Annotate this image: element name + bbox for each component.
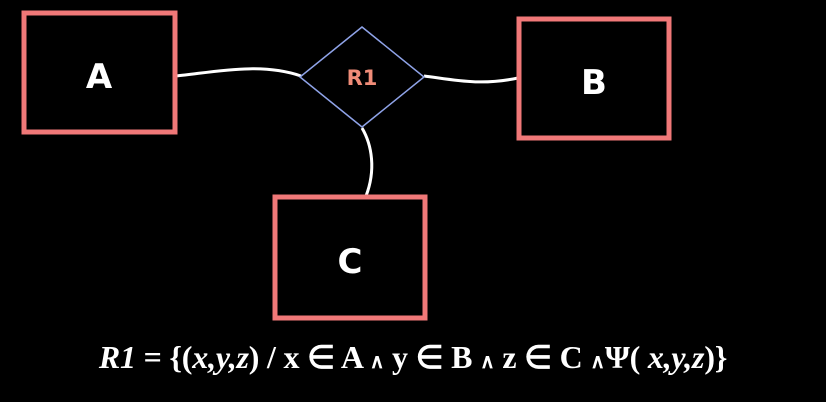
entity-a-label: A <box>86 57 113 97</box>
formula-y-part: y <box>384 339 416 375</box>
relationship-r1-label: R1 <box>347 66 378 90</box>
formula-psi-args: x,y,z <box>647 339 705 375</box>
formula-psi-predicate: Ψ( <box>604 339 648 375</box>
connector-a-r1 <box>175 67 302 78</box>
formula-relation-name: R1 <box>98 339 136 375</box>
entity-c-label: C <box>338 242 363 282</box>
entity-c-box <box>272 194 428 321</box>
formula-and-symbol: ∧ <box>369 351 385 373</box>
formula-tuple-vars: x,y,z <box>192 339 249 375</box>
formula-set-a: A <box>334 339 370 375</box>
formula-element-of-symbol: ∈ <box>307 339 335 375</box>
relationship-r1-diamond <box>298 26 426 128</box>
connector-r1-b <box>423 74 519 84</box>
entity-a-box <box>21 10 178 135</box>
relationship-definition-formula: R1 = {(x,y,z) / x ∈ A ∧ y ∈ B ∧ z ∈ C ∧Ψ… <box>0 338 826 376</box>
formula-and-symbol: ∧ <box>480 351 495 373</box>
formula-and-symbol: ∧ <box>590 351 605 373</box>
entity-a: A <box>21 10 178 135</box>
connector-r1-c <box>360 127 374 197</box>
formula-close: )} <box>704 339 728 375</box>
formula-separator: ) / x <box>248 339 308 375</box>
formula-z-part: z <box>494 339 525 375</box>
formula-set-b: B <box>443 339 481 375</box>
entity-b-box <box>516 16 672 141</box>
formula-set-c: C <box>551 339 591 375</box>
entity-b-label: B <box>581 63 607 103</box>
formula-element-of-symbol: ∈ <box>524 339 552 375</box>
entity-b: B <box>516 16 672 141</box>
formula-element-of-symbol: ∈ <box>415 339 444 375</box>
entity-c: C <box>272 194 428 321</box>
formula-equals: = {( <box>135 339 193 375</box>
